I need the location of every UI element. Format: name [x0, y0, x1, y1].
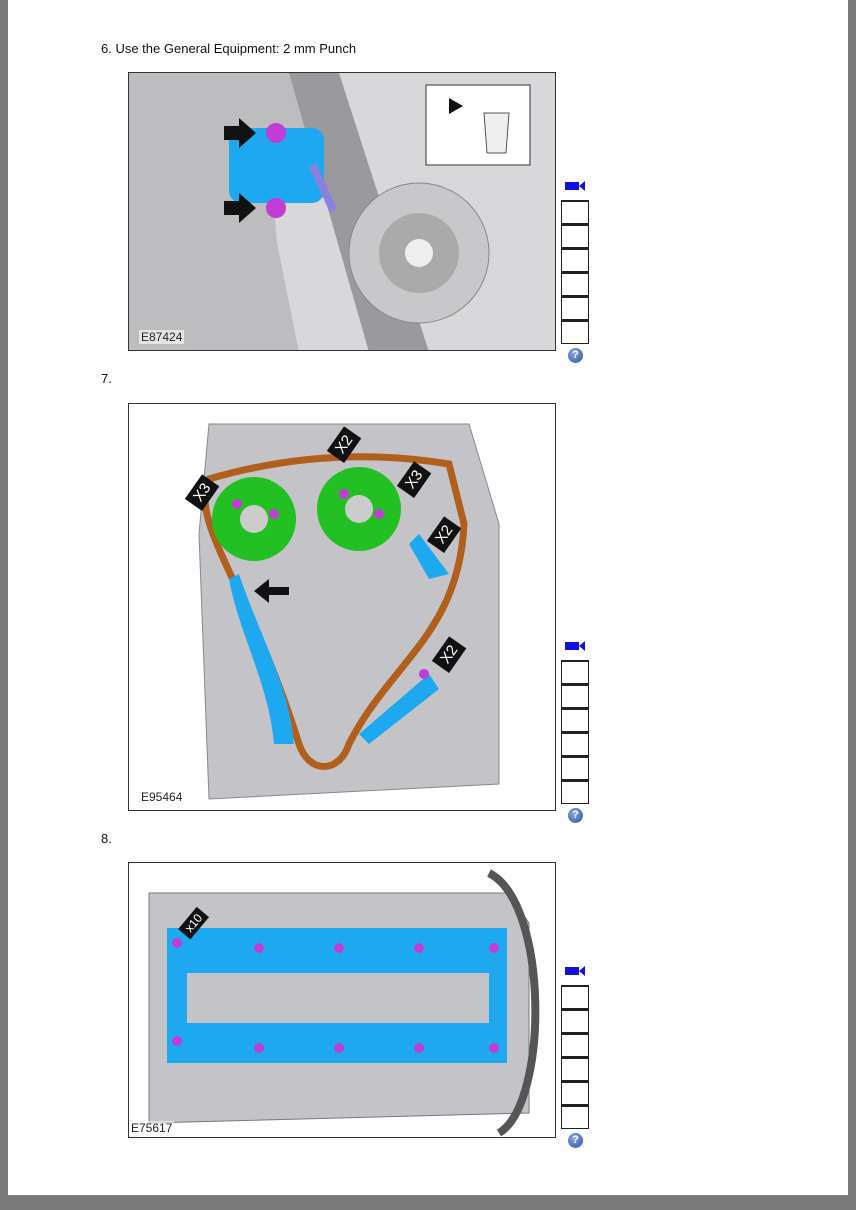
checkbox[interactable] — [561, 224, 589, 248]
tensioner-illustration — [129, 73, 555, 350]
help-icon[interactable]: ? — [568, 348, 583, 363]
step-8-side-icons: ? — [561, 965, 589, 1148]
figure-id: E75617 — [129, 1121, 175, 1135]
checkbox[interactable] — [561, 1057, 589, 1081]
checkbox[interactable] — [561, 200, 589, 224]
checkbox[interactable] — [561, 1033, 589, 1057]
step-7-side-icons: ? — [561, 640, 589, 823]
checkbox[interactable] — [561, 272, 589, 296]
help-icon[interactable]: ? — [568, 808, 583, 823]
step-6-side-icons: ? — [561, 180, 589, 363]
figure-id: E87424 — [139, 330, 185, 344]
checkbox[interactable] — [561, 248, 589, 272]
step-8-label: 8. — [101, 831, 112, 846]
video-camera-icon[interactable] — [565, 640, 585, 652]
checkbox[interactable] — [561, 708, 589, 732]
document-page: 6. Use the General Equipment: 2 mm Punch… — [8, 0, 848, 1195]
checkbox[interactable] — [561, 684, 589, 708]
figure-step-7: X3 X2 X3 X2 X2 E95464 — [128, 403, 556, 811]
checkbox[interactable] — [561, 1105, 589, 1129]
checkbox[interactable] — [561, 985, 589, 1009]
help-icon[interactable]: ? — [568, 1133, 583, 1148]
timing-chain-illustration — [129, 404, 555, 810]
checkbox[interactable] — [561, 1009, 589, 1033]
checkbox[interactable] — [561, 756, 589, 780]
video-camera-icon[interactable] — [565, 180, 585, 192]
figure-step-8: x10 E75617 — [128, 862, 556, 1138]
checkbox[interactable] — [561, 780, 589, 804]
camshaft-carrier-illustration — [129, 863, 555, 1137]
step-7-label: 7. — [101, 371, 112, 386]
video-camera-icon[interactable] — [565, 965, 585, 977]
checkbox[interactable] — [561, 1081, 589, 1105]
checkbox[interactable] — [561, 320, 589, 344]
checkbox[interactable] — [561, 660, 589, 684]
step-6-label: 6. Use the General Equipment: 2 mm Punch — [101, 41, 357, 56]
checkbox[interactable] — [561, 732, 589, 756]
checkbox[interactable] — [561, 296, 589, 320]
figure-step-6: E87424 — [128, 72, 556, 351]
figure-id: E95464 — [139, 790, 185, 804]
